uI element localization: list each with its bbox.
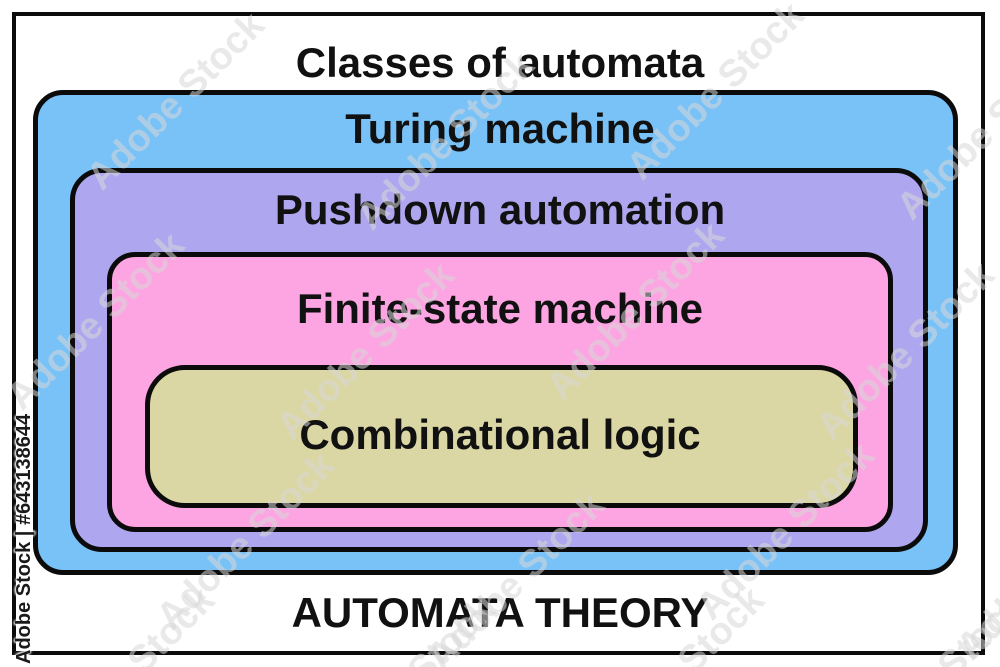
diagram-title: Classes of automata: [295, 39, 705, 86]
diagram-footer: AUTOMATA THEORY: [291, 589, 709, 636]
turing-machine-label: Turing machine: [345, 105, 655, 152]
combinational-logic-box: [145, 365, 858, 508]
combinational-logic-label: Combinational logic: [299, 411, 701, 458]
finite-state-machine-label: Finite-state machine: [296, 285, 704, 332]
stock-id-watermark: Adobe Stock | #643138644: [13, 413, 35, 664]
pushdown-automation-label: Pushdown automation: [274, 186, 726, 233]
